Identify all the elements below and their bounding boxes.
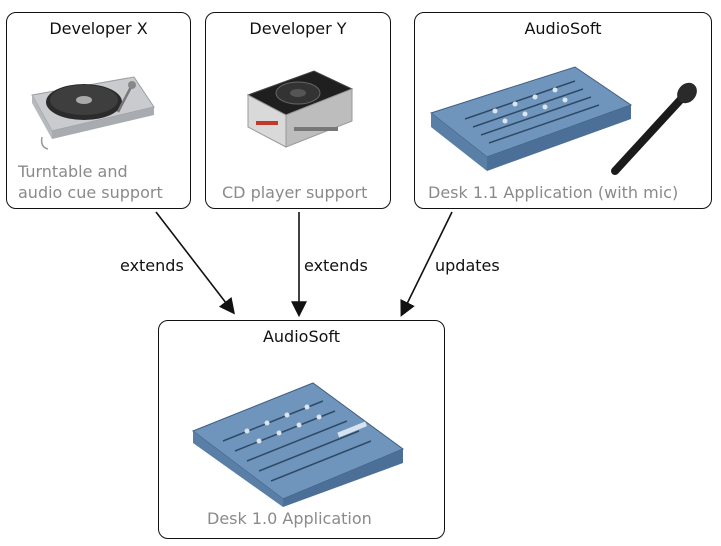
node-audiosoft-desk-1-1: AudioSoft Desk 1.1 Application (with mic…: [414, 12, 712, 209]
turntable-icon: [31, 76, 155, 150]
node-developer-y: Developer Y CD player support: [205, 12, 391, 209]
node-title: Developer X: [49, 19, 148, 38]
edge-label-extends-x: extends: [120, 256, 184, 275]
node-audiosoft-desk-1-0: AudioSoft Desk 1.0 Application: [158, 320, 445, 539]
mixing-desk-with-mic-icon: [429, 66, 697, 175]
mixing-desk-icon: [191, 382, 405, 507]
node-caption: CD player support: [222, 183, 368, 202]
node-title: AudioSoft: [524, 19, 602, 38]
edge-label-extends-y: extends: [304, 256, 368, 275]
node-caption-line1: Turntable and: [18, 162, 128, 181]
node-developer-x: Developer X Turntable and audio cue supp…: [6, 12, 191, 209]
node-caption: Desk 1.0 Application: [207, 509, 372, 528]
node-title: AudioSoft: [262, 327, 341, 346]
edge-updates: [400, 211, 453, 317]
cd-player-icon: [246, 70, 354, 148]
edge-extends-x: [155, 211, 235, 315]
edge-label-updates: updates: [435, 256, 500, 275]
node-caption-line2: audio cue support: [18, 183, 163, 202]
node-caption: Desk 1.1 Application (with mic): [428, 183, 679, 202]
node-title: Developer Y: [249, 19, 347, 38]
